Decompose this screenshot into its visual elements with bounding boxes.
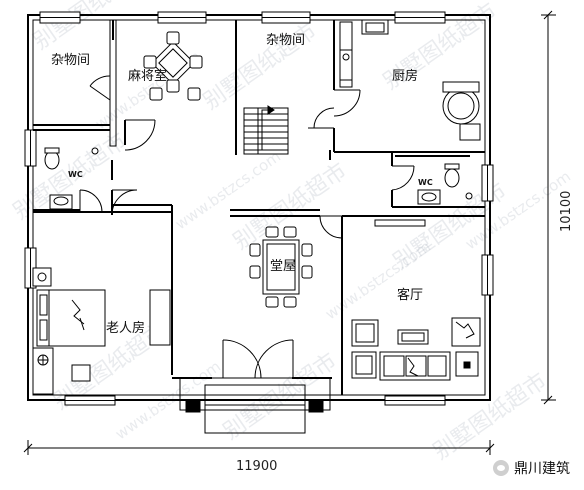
room-labels: 杂物间 麻将室 杂物间 厨房 WC WC 堂屋 客厅 老人房 — [51, 33, 433, 336]
label-storage-left: 杂物间 — [51, 53, 90, 68]
entrance-porch — [179, 377, 331, 434]
living-room-furniture — [351, 219, 481, 381]
elder-bedroom-furniture — [32, 267, 171, 395]
label-living: 客厅 — [397, 287, 423, 303]
watermark-text-8: 别墅图纸超市 — [219, 349, 341, 445]
armchair-right — [451, 317, 481, 347]
porch-step — [179, 377, 331, 411]
brand-badge: 鼎川建筑 — [493, 458, 570, 478]
column-left — [185, 399, 201, 413]
label-elder-bedroom: 老人房 — [106, 320, 145, 336]
toilet-left — [44, 150, 60, 170]
porch-landing — [204, 384, 306, 434]
door-storage-left — [89, 85, 111, 101]
wc-right-fixtures — [395, 155, 473, 205]
brand-name: 鼎川建筑 — [514, 461, 570, 477]
doors — [79, 75, 415, 379]
label-storage-center: 杂物间 — [266, 33, 305, 48]
dimension-width-label: 11900 — [236, 459, 277, 474]
wechat-icon — [493, 460, 509, 476]
column-right — [308, 399, 324, 413]
desk — [149, 289, 171, 346]
bedside-chair — [71, 364, 91, 382]
dining-table — [249, 226, 313, 308]
label-hall: 堂屋 — [270, 259, 296, 274]
label-wc-left: WC — [68, 170, 83, 179]
watermark-text-1: 别墅图纸超市 — [29, 0, 151, 55]
wc-left-fixtures — [44, 147, 99, 210]
tv-cabinet — [374, 219, 426, 227]
kitchen-fixtures — [339, 19, 481, 141]
dimension-depth-label: 10100 — [559, 191, 574, 232]
staircase — [243, 105, 289, 155]
watermark-url-3: www.bstzcs.com — [322, 237, 434, 323]
label-kitchen: 厨房 — [392, 68, 418, 84]
label-mahjong: 麻将室 — [128, 68, 167, 84]
windows — [24, 11, 494, 406]
outer-wall — [27, 14, 491, 401]
mahjong-table — [143, 31, 203, 101]
dimension-depth — [541, 10, 556, 405]
toilet-right — [444, 168, 460, 188]
drain-left — [91, 147, 99, 155]
drain-right — [465, 192, 473, 200]
dimension-width — [23, 440, 495, 455]
label-wc-right: WC — [418, 178, 433, 187]
